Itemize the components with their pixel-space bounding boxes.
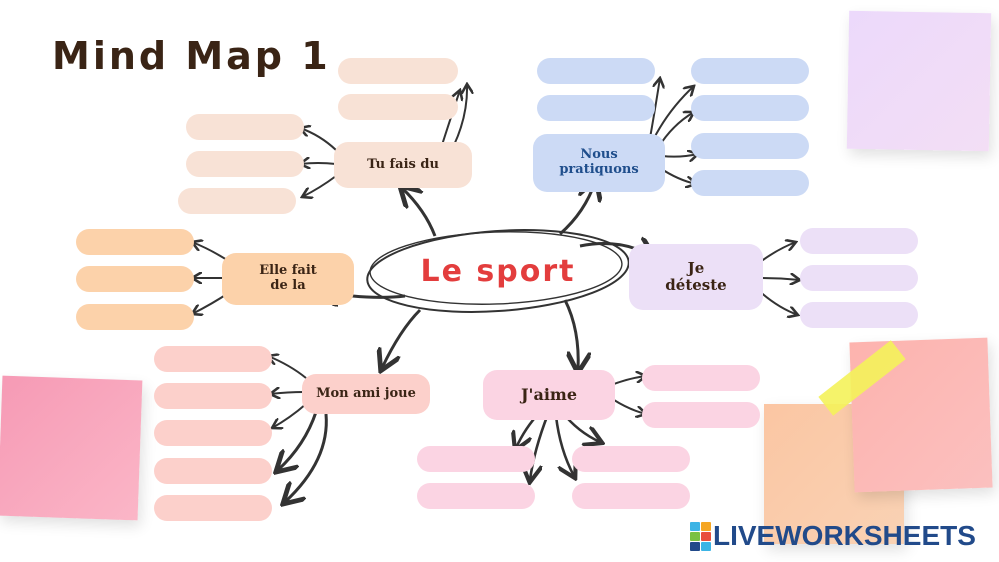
branch-nous-pratiquons: Nous pratiquons — [533, 134, 665, 192]
branch-tu-fais-du: Tu fais du — [334, 142, 472, 188]
answer-blank-elle-fait-1[interactable] — [76, 229, 194, 255]
answer-input[interactable] — [537, 58, 655, 84]
answer-input[interactable] — [154, 420, 272, 446]
answer-blank-elle-fait-2[interactable] — [76, 266, 194, 292]
answer-input[interactable] — [800, 265, 918, 291]
answer-blank-nous-pratiquons-2[interactable] — [537, 95, 655, 121]
answer-input[interactable] — [417, 446, 535, 472]
answer-blank-nous-pratiquons-4[interactable] — [691, 95, 809, 121]
answer-input[interactable] — [154, 383, 272, 409]
answer-blank-j-aime-5[interactable] — [572, 446, 690, 472]
liveworksheets-logo: LIVEWORKSHEETS — [690, 520, 976, 552]
branch-mon-ami-joue: Mon ami joue — [302, 374, 430, 414]
answer-blank-j-aime-4[interactable] — [417, 483, 535, 509]
answer-input[interactable] — [417, 483, 535, 509]
liveworksheets-logo-text: LIVEWORKSHEETS — [713, 520, 976, 551]
answer-input[interactable] — [76, 304, 194, 330]
answer-input[interactable] — [572, 483, 690, 509]
answer-input[interactable] — [572, 446, 690, 472]
answer-input[interactable] — [186, 151, 304, 177]
answer-input[interactable] — [338, 94, 458, 120]
answer-blank-elle-fait-3[interactable] — [76, 304, 194, 330]
center-topic: Le sport — [420, 253, 576, 289]
answer-blank-j-aime-2[interactable] — [642, 402, 760, 428]
answer-blank-j-aime-3[interactable] — [417, 446, 535, 472]
answer-input[interactable] — [186, 114, 304, 140]
answer-blank-tu-fais-du-2[interactable] — [338, 94, 458, 120]
branch-je-deteste: Je déteste — [629, 244, 763, 310]
answer-blank-je-deteste-1[interactable] — [800, 228, 918, 254]
answer-blank-tu-fais-du-4[interactable] — [186, 151, 304, 177]
answer-blank-tu-fais-du-5[interactable] — [178, 188, 296, 214]
answer-blank-tu-fais-du-1[interactable] — [338, 58, 458, 84]
answer-input[interactable] — [178, 188, 296, 214]
answer-blank-mon-ami-joue-4[interactable] — [154, 458, 272, 484]
answer-input[interactable] — [76, 266, 194, 292]
answer-blank-nous-pratiquons-5[interactable] — [691, 133, 809, 159]
answer-input[interactable] — [338, 58, 458, 84]
branch-j-aime: J'aime — [483, 370, 615, 420]
answer-blank-je-deteste-3[interactable] — [800, 302, 918, 328]
answer-input[interactable] — [691, 170, 809, 196]
answer-input[interactable] — [537, 95, 655, 121]
answer-input[interactable] — [691, 95, 809, 121]
answer-input[interactable] — [800, 228, 918, 254]
answer-blank-mon-ami-joue-2[interactable] — [154, 383, 272, 409]
answer-blank-mon-ami-joue-1[interactable] — [154, 346, 272, 372]
answer-input[interactable] — [76, 229, 194, 255]
answer-input[interactable] — [642, 365, 760, 391]
answer-blank-j-aime-1[interactable] — [642, 365, 760, 391]
answer-input[interactable] — [154, 495, 272, 521]
branch-elle-fait-de-la: Elle fait de la — [222, 253, 354, 305]
answer-input[interactable] — [154, 346, 272, 372]
answer-blank-mon-ami-joue-5[interactable] — [154, 495, 272, 521]
answer-input[interactable] — [642, 402, 760, 428]
answer-input[interactable] — [691, 58, 809, 84]
answer-blank-mon-ami-joue-3[interactable] — [154, 420, 272, 446]
answer-input[interactable] — [800, 302, 918, 328]
answer-blank-j-aime-6[interactable] — [572, 483, 690, 509]
answer-blank-nous-pratiquons-3[interactable] — [691, 58, 809, 84]
answer-input[interactable] — [691, 133, 809, 159]
liveworksheets-logo-icon — [690, 522, 711, 551]
answer-blank-tu-fais-du-3[interactable] — [186, 114, 304, 140]
answer-blank-nous-pratiquons-1[interactable] — [537, 58, 655, 84]
answer-blank-nous-pratiquons-6[interactable] — [691, 170, 809, 196]
center-ellipse — [366, 229, 630, 313]
answer-blank-je-deteste-2[interactable] — [800, 265, 918, 291]
page-title: Mind Map 1 — [52, 34, 331, 78]
answer-input[interactable] — [154, 458, 272, 484]
